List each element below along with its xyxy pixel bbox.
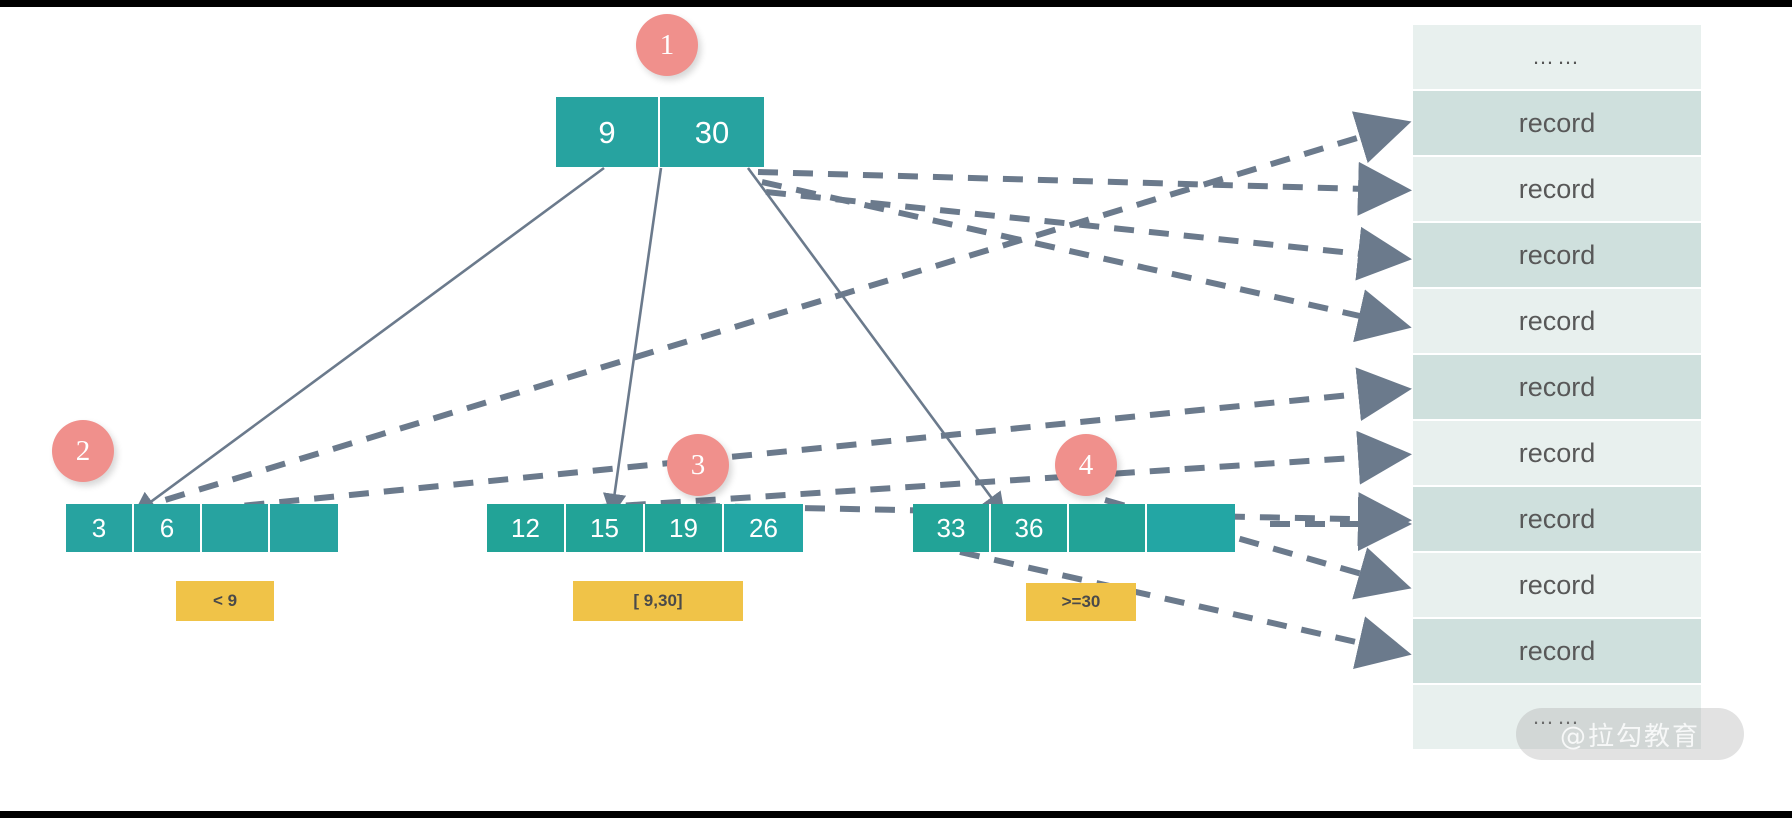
root-index-node[interactable]: 9 30 (556, 97, 764, 167)
record-row-6[interactable]: record (1413, 421, 1701, 487)
leaf-node-3[interactable]: 33 36 (913, 504, 1235, 552)
record-ellipsis-top: …… (1413, 25, 1701, 91)
range-label-gte-30: >=30 (1026, 583, 1136, 621)
leaf1-cell-3[interactable] (270, 504, 338, 552)
range-label-9-to-30: [ 9,30] (573, 581, 743, 621)
record-row-1[interactable]: record (1413, 91, 1701, 157)
root-cell-1[interactable]: 30 (660, 97, 764, 167)
leaf3-cell-0[interactable]: 33 (913, 504, 991, 552)
record-row-7[interactable]: record (1413, 487, 1701, 553)
leaf3-cell-2[interactable] (1069, 504, 1147, 552)
leaf-node-2[interactable]: 12 15 19 26 (487, 504, 803, 552)
edge-root30-to-record-b (761, 179, 1412, 343)
leaf1-cell-0[interactable]: 3 (66, 504, 134, 552)
record-row-3[interactable]: record (1413, 223, 1701, 289)
step-badge-4: 4 (1055, 434, 1117, 496)
step-badge-2: 2 (52, 420, 114, 482)
record-row-9[interactable]: record (1413, 619, 1701, 685)
leaf3-cell-1[interactable]: 36 (991, 504, 1069, 552)
step-badge-1: 1 (636, 14, 698, 76)
record-data-rows: …… record record record record record re… (1413, 25, 1701, 751)
leaf2-cell-2[interactable]: 19 (645, 504, 724, 552)
record-row-4[interactable]: record (1413, 289, 1701, 355)
root-cell-0[interactable]: 9 (556, 97, 660, 167)
edge-root-to-leaf2 (602, 167, 663, 518)
leaf2-cell-0[interactable]: 12 (487, 504, 566, 552)
edge-root-to-leaf3 (746, 167, 1006, 517)
record-row-2[interactable]: record (1413, 157, 1701, 223)
edge-root30-to-record-a (757, 161, 1412, 216)
edge-leaf1-to-record-a (131, 111, 1412, 513)
edge-leaf1-to-record-b (139, 367, 1412, 519)
leaf2-cell-1[interactable]: 15 (566, 504, 645, 552)
record-row-8[interactable]: record (1413, 553, 1701, 619)
leaf-node-1[interactable]: 3 6 (66, 504, 338, 552)
watermark: @拉勾教育 (1516, 708, 1744, 760)
leaf2-cell-3[interactable]: 26 (724, 504, 803, 552)
leaf3-cell-3[interactable] (1147, 504, 1235, 552)
record-ellipsis-bottom: …… (1413, 685, 1701, 751)
letterbox-bottom (0, 811, 1792, 818)
letterbox-top (0, 0, 1792, 7)
edge-root-to-leaf1 (132, 166, 605, 516)
range-label-less-than-9: < 9 (176, 581, 274, 621)
leaf1-cell-1[interactable]: 6 (134, 504, 202, 552)
step-badge-3: 3 (667, 434, 729, 496)
record-row-5[interactable]: record (1413, 355, 1701, 421)
leaf1-cell-2[interactable] (202, 504, 270, 552)
edge-root30-to-record-c (765, 189, 1412, 281)
